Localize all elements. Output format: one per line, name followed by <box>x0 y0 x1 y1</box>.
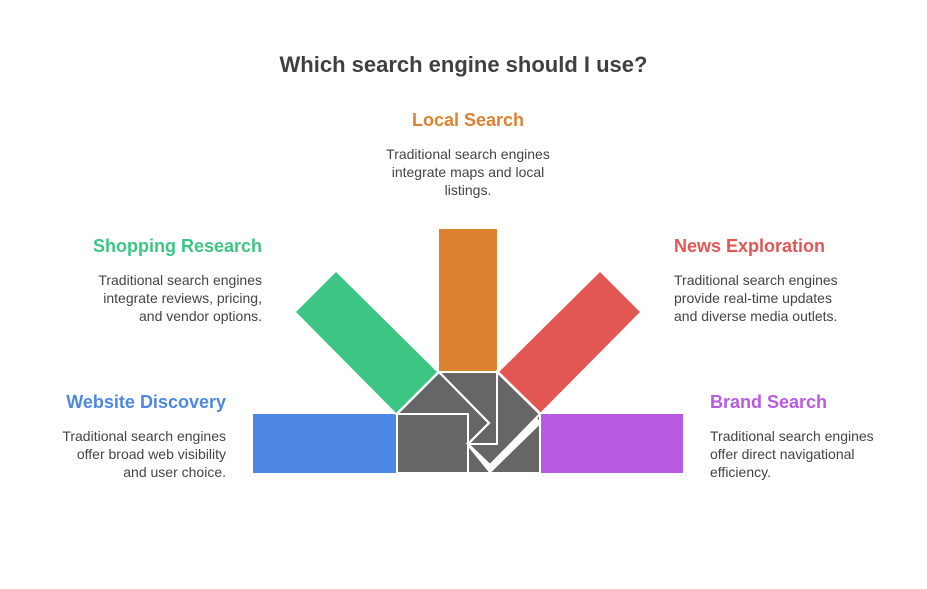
local-search-description: Traditional search engines integrate map… <box>348 145 588 199</box>
desc-line: offer broad web visibility <box>76 446 226 462</box>
news-exploration-block: News Exploration Traditional search engi… <box>674 236 914 325</box>
desc-line: integrate reviews, pricing, <box>103 290 262 306</box>
desc-line: offer direct navigational <box>710 446 855 462</box>
news-exploration-heading: News Exploration <box>674 236 826 256</box>
local-search-arm <box>439 229 497 371</box>
local-search-block: Local Search Traditional search engines … <box>348 110 588 199</box>
desc-line: Traditional search engines <box>710 428 874 444</box>
desc-line: integrate maps and local <box>391 164 545 180</box>
local-search-heading: Local Search <box>411 110 525 130</box>
desc-line: Traditional search engines <box>98 272 262 288</box>
desc-line: provide real-time updates <box>674 290 832 306</box>
diagram-title: Which search engine should I use? <box>279 52 648 77</box>
shopping-research-heading: Shopping Research <box>92 236 262 256</box>
desc-line: Traditional search engines <box>62 428 226 444</box>
website-discovery-description: Traditional search engines offer broad w… <box>0 427 226 481</box>
brand-search-block: Brand Search Traditional search engines … <box>710 392 927 481</box>
hub-fold-lines <box>396 371 541 473</box>
brand-search-description: Traditional search engines offer direct … <box>710 427 927 481</box>
desc-line: efficiency. <box>710 464 771 480</box>
shopping-research-arm <box>296 272 437 413</box>
desc-line: and vendor options. <box>139 308 262 324</box>
website-discovery-arm <box>253 414 396 473</box>
shopping-research-block: Shopping Research Traditional search eng… <box>22 236 262 325</box>
hub-piece-website <box>396 413 469 474</box>
brand-search-arm <box>540 414 683 473</box>
shopping-research-description: Traditional search engines integrate rev… <box>22 271 262 325</box>
desc-line: and diverse media outlets. <box>674 308 838 324</box>
desc-line: listings. <box>444 182 492 198</box>
news-exploration-arm <box>499 272 640 413</box>
brand-search-heading: Brand Search <box>710 392 828 412</box>
desc-line: Traditional search engines <box>674 272 838 288</box>
news-exploration-description: Traditional search engines provide real-… <box>674 271 914 325</box>
desc-line: and user choice. <box>123 464 226 480</box>
website-discovery-block: Website Discovery Traditional search eng… <box>0 392 226 481</box>
website-discovery-heading: Website Discovery <box>66 392 226 412</box>
desc-line: Traditional search engines <box>386 146 550 162</box>
